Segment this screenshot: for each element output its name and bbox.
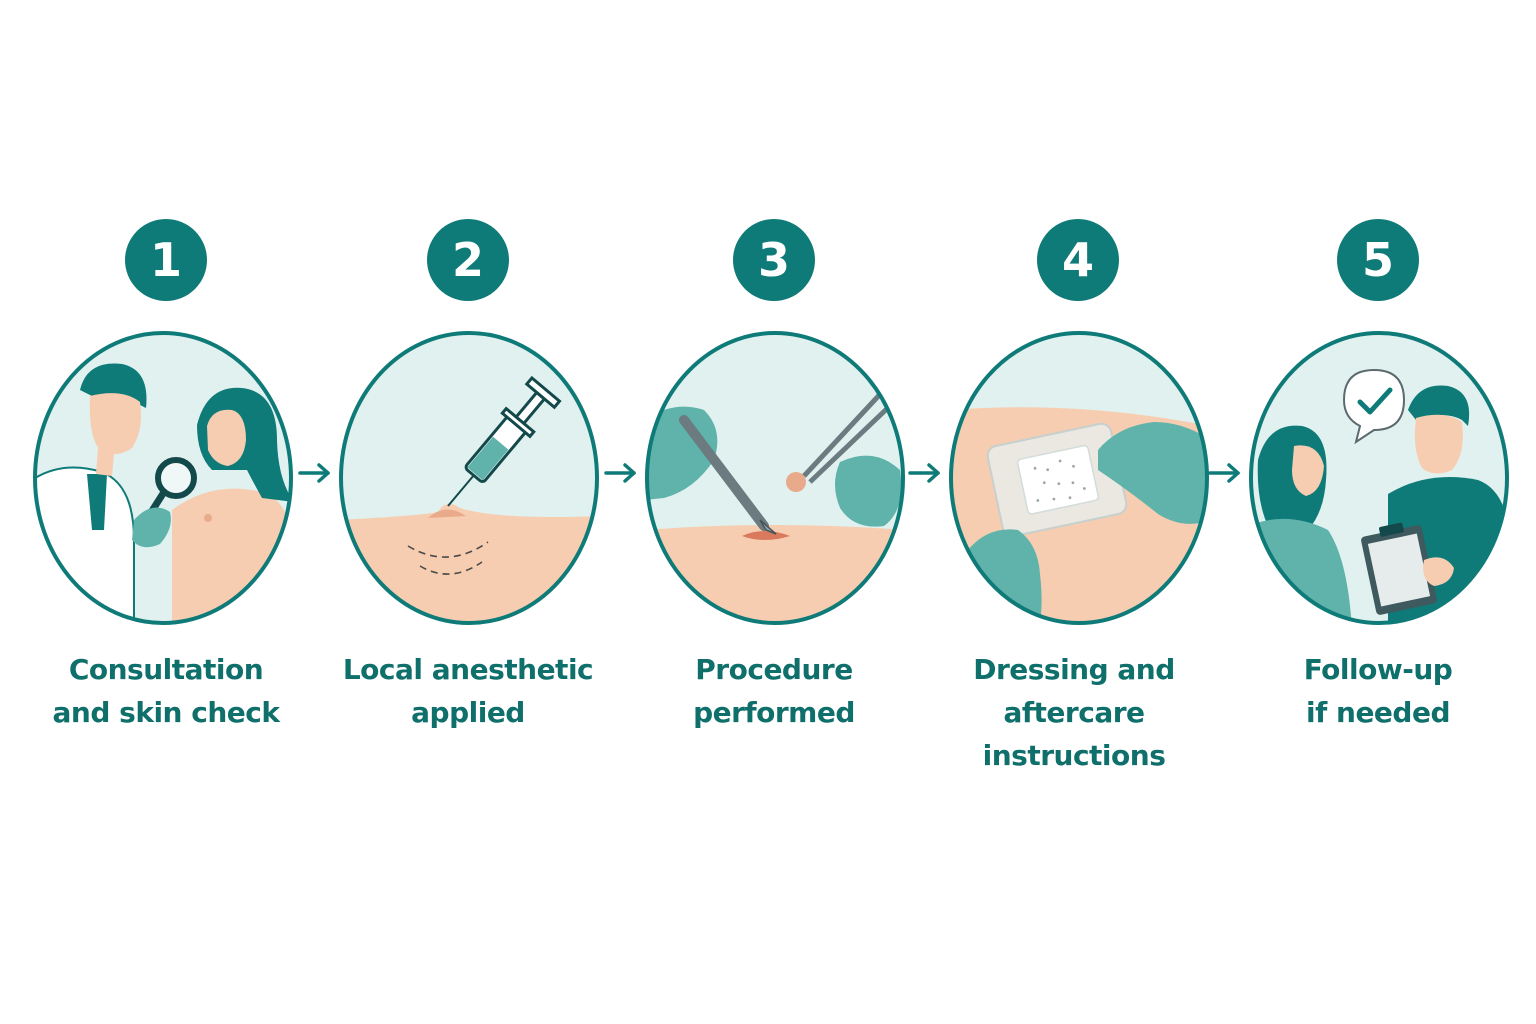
step-caption: Dressing and aftercare instructions: [924, 648, 1224, 777]
syringe-icon: [338, 330, 600, 626]
step-2: 2 Local anest: [318, 0, 618, 1024]
step-5: 5: [1228, 0, 1528, 1024]
caption-line: applied: [411, 696, 525, 729]
step-number-badge: 5: [1337, 219, 1419, 301]
caption-line: and skin check: [52, 696, 280, 729]
caption-line: Procedure: [695, 653, 853, 686]
scalpel-forceps-icon: [644, 330, 906, 626]
caption-line: performed: [693, 696, 855, 729]
clipboard-checkmark-icon: [1248, 330, 1510, 626]
step-number-badge: 4: [1037, 219, 1119, 301]
step-number-badge: 1: [125, 219, 207, 301]
caption-line: instructions: [982, 739, 1166, 772]
caption-line: Follow-up: [1303, 653, 1453, 686]
arrow-right-icon: [298, 463, 330, 483]
step-4: 4 Dressing and aftercare in: [924, 0, 1224, 1024]
step-caption: Consultation and skin check: [16, 648, 316, 734]
step-caption: Procedure performed: [624, 648, 924, 734]
arrow-right-icon: [1208, 463, 1240, 483]
step-3: 3 Procedure performed: [624, 0, 924, 1024]
step-1: 1 Consu: [16, 0, 316, 1024]
step-caption: Follow-up if needed: [1228, 648, 1528, 734]
step-number-badge: 3: [733, 219, 815, 301]
bandage-icon: [948, 330, 1210, 626]
caption-line: aftercare: [1003, 696, 1145, 729]
arrow-right-icon: [908, 463, 940, 483]
step-caption: Local anesthetic applied: [318, 648, 618, 734]
caption-line: Consultation: [68, 653, 264, 686]
caption-line: Local anesthetic: [342, 653, 594, 686]
caption-line: if needed: [1305, 696, 1451, 729]
arrow-right-icon: [604, 463, 636, 483]
caption-line: Dressing and: [973, 653, 1175, 686]
consultation-magnifier-icon: [32, 330, 294, 626]
step-number-badge: 2: [427, 219, 509, 301]
